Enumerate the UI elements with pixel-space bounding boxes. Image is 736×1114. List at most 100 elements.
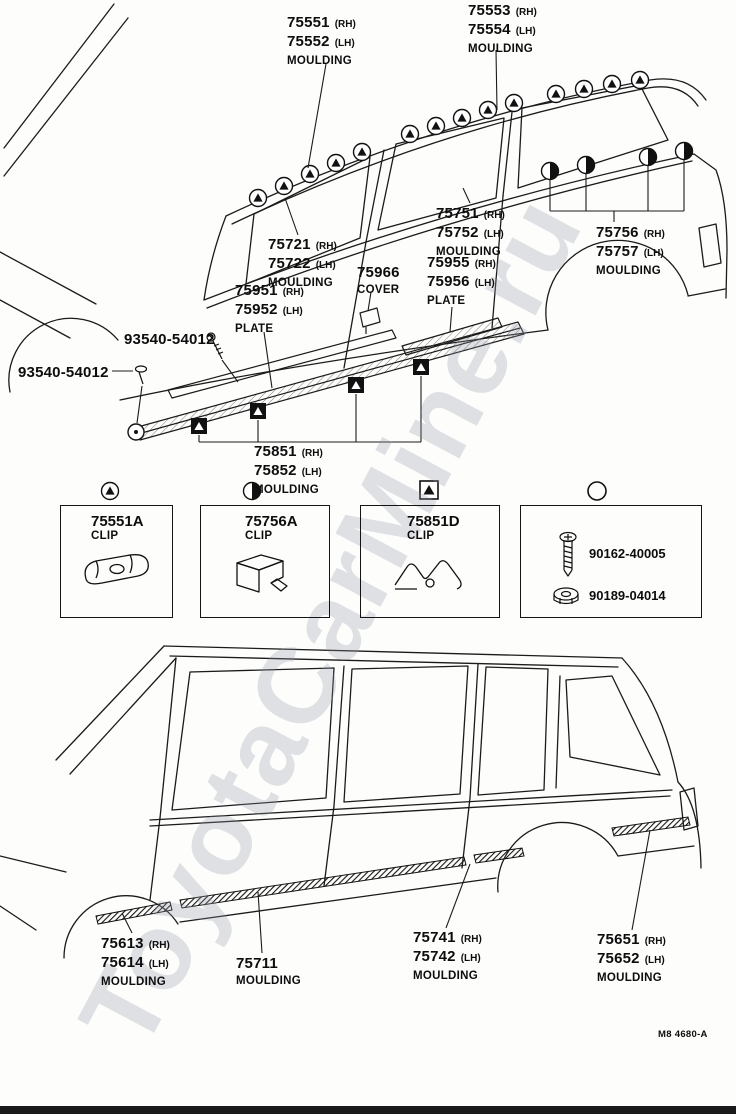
- callout-75551: 75551 (RH) 75552 (LH) MOULDING: [287, 14, 356, 68]
- clip-detail-box-75851D: 75851D CLIP: [360, 505, 500, 618]
- part-number: 75851D: [407, 513, 460, 530]
- nut-part-number: 90189-04014: [589, 588, 666, 603]
- part-number: 75956: [427, 272, 470, 290]
- part-number: 75552: [287, 32, 330, 50]
- part-number: 75966: [357, 264, 400, 281]
- part-number: 75651: [597, 931, 640, 948]
- part-caption: CLIP: [91, 530, 119, 542]
- part-number: 75613: [101, 935, 144, 952]
- part-number: 93540-54012: [18, 364, 109, 381]
- clip-detail-box-75756A: 75756A CLIP: [200, 505, 330, 618]
- side-code: (RH): [334, 19, 356, 30]
- nut-drawing: [553, 587, 579, 605]
- part-number: 75756: [596, 224, 639, 241]
- part-number: 75852: [254, 461, 297, 479]
- part-number: 75955: [427, 254, 470, 271]
- part-number: 93540-54012: [124, 331, 215, 348]
- side-code: (RH): [148, 940, 170, 951]
- part-number: 75751: [436, 205, 479, 222]
- callout-75966: 75966 COVER: [357, 264, 400, 297]
- part-number: 75752: [436, 223, 479, 241]
- side-code: (RH): [315, 241, 337, 252]
- sedan-drawing: [0, 3, 728, 401]
- callout-93540-upper: 93540-54012: [124, 331, 215, 349]
- screw-part-number: 90162-40005: [589, 546, 666, 561]
- callout-93540-lower: 93540-54012: [18, 364, 109, 382]
- clip-75851D-drawing: [394, 560, 462, 590]
- side-code: (LH): [644, 954, 665, 966]
- part-number: 75756A: [245, 513, 298, 530]
- part-number: 75551: [287, 14, 330, 31]
- side-code: (LH): [301, 466, 322, 478]
- part-caption: MOULDING: [236, 975, 302, 987]
- rivet-glyph: [134, 365, 148, 385]
- side-code: (RH): [483, 210, 505, 221]
- part-caption: PLATE: [235, 322, 274, 335]
- side-code: (RH): [515, 7, 537, 18]
- side-code: (RH): [282, 287, 304, 298]
- part-number: 75711: [236, 955, 278, 972]
- part-number: 75721: [268, 236, 311, 253]
- callout-75651: 75651 (RH) 75652 (LH) MOULDING: [597, 931, 666, 985]
- callout-75851: 75851(RH) 75852(LH) MOULDING: [254, 443, 323, 497]
- callout-75711: 75711 MOULDING: [236, 955, 302, 988]
- sedan-leader-lines: [112, 49, 498, 424]
- part-caption: CLIP: [407, 530, 435, 542]
- part-caption: MOULDING: [268, 276, 334, 289]
- part-number: 75952: [235, 300, 278, 318]
- quarter-moulding-clip-markers: [540, 141, 694, 222]
- callout-75613: 75613 (RH) 75614 (LH) MOULDING: [101, 935, 170, 989]
- part-number: 75652: [597, 949, 640, 967]
- side-code: (LH): [460, 952, 481, 964]
- callout-75955: 75955 (RH) 75956 (LH) PLATE: [427, 254, 496, 308]
- clip-detail-box-75551A: 75551A CLIP: [60, 505, 173, 618]
- part-number: 75741: [413, 929, 456, 946]
- part-number: 75722: [268, 254, 311, 272]
- part-number: 75742: [413, 947, 456, 965]
- side-code: (RH): [644, 936, 666, 947]
- wagon-leader-lines: [121, 829, 651, 954]
- screw-drawing: [559, 531, 577, 577]
- side-code: (RH): [474, 259, 496, 270]
- part-caption: MOULDING: [254, 483, 320, 496]
- page-code: M8 4680-A: [658, 1029, 708, 1040]
- callout-75756: 75756(RH) 75757(LH) MOULDING: [596, 224, 665, 278]
- part-caption: COVER: [357, 284, 400, 296]
- part-number: 75553: [468, 2, 511, 19]
- rocker-clip-markers: [127, 359, 429, 443]
- part-caption: MOULDING: [287, 54, 353, 67]
- wagon-moulding-strips: [95, 816, 691, 925]
- side-code: (LH): [474, 277, 495, 289]
- side-code: (RH): [301, 448, 323, 459]
- part-number: 75551A: [91, 513, 144, 530]
- side-code: (LH): [515, 25, 536, 37]
- callout-75741: 75741 (RH) 75742 (LH) MOULDING: [413, 929, 482, 983]
- callout-75721: 75721 (RH) 75722 (LH) MOULDING: [268, 236, 337, 290]
- part-number: 75614: [101, 953, 144, 971]
- detail-box-markers: [100, 480, 607, 501]
- callout-75751: 75751 (RH) 75752 (LH) MOULDING: [436, 205, 505, 259]
- part-caption: CLIP: [245, 530, 273, 542]
- side-code: (RH): [643, 229, 665, 240]
- side-code: (LH): [483, 228, 504, 240]
- side-code: (LH): [334, 37, 355, 49]
- part-caption: MOULDING: [101, 975, 167, 988]
- part-caption: PLATE: [427, 294, 466, 307]
- side-code: (LH): [148, 958, 169, 970]
- part-caption: MOULDING: [413, 969, 479, 982]
- bottom-edge-bar: [0, 1106, 736, 1114]
- callout-75553: 75553(RH) 75554(LH) MOULDING: [468, 2, 537, 56]
- side-code: (RH): [460, 934, 482, 945]
- part-caption: MOULDING: [436, 245, 502, 258]
- side-code: (LH): [643, 247, 664, 259]
- side-code: (LH): [315, 259, 336, 271]
- clip-75551A-drawing: [83, 554, 149, 585]
- part-caption: MOULDING: [597, 971, 663, 984]
- part-caption: MOULDING: [596, 264, 662, 277]
- callout-75951: 75951 (RH) 75952 (LH) PLATE: [235, 282, 304, 336]
- clip-75756A-drawing: [236, 554, 288, 593]
- side-code: (LH): [282, 305, 303, 317]
- part-number: 75951: [235, 282, 278, 299]
